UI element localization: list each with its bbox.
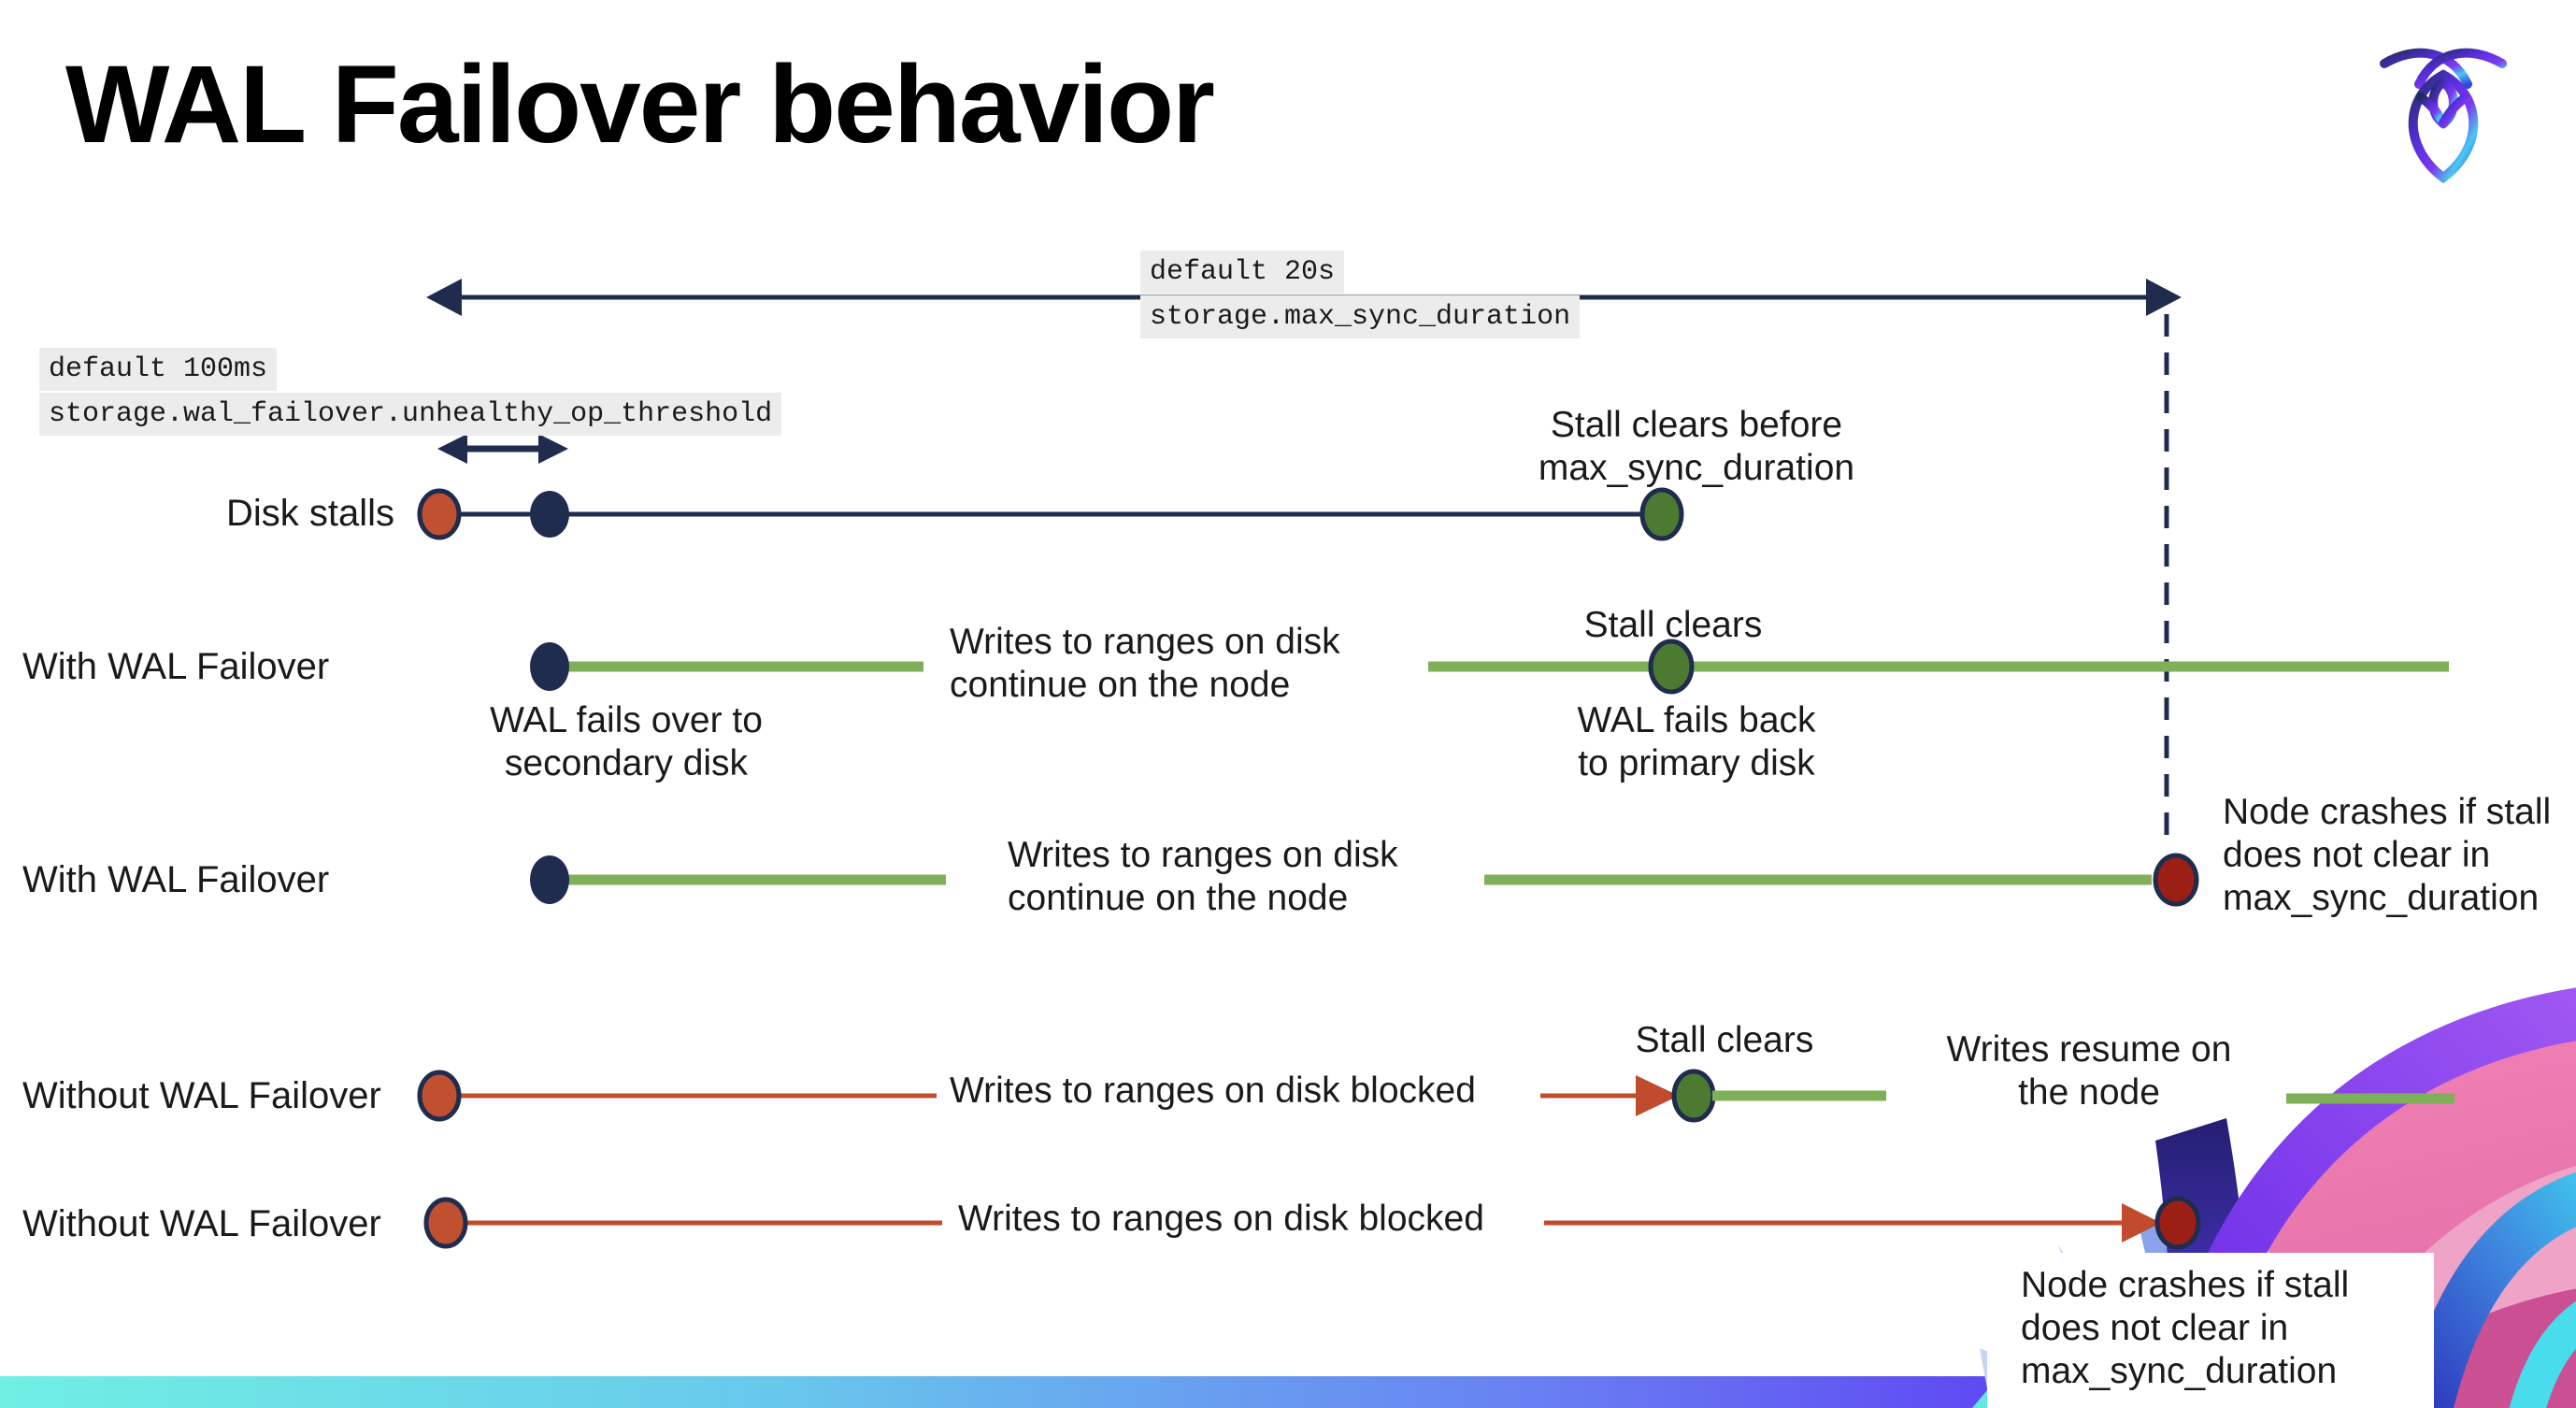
- logo-antenna-left: [2380, 48, 2472, 89]
- threshold-label: default 100ms storage.wal_failover.unhea…: [39, 348, 782, 436]
- max-sync-duration-arrowhead-right: [2146, 279, 2182, 316]
- row-label-with-wal-failover-1: With WAL Failover: [22, 646, 330, 687]
- row5-red-arrowhead: [2122, 1203, 2161, 1243]
- threshold-default-text: default 100ms: [39, 348, 278, 391]
- threshold-setting-text: storage.wal_failover.unhealthy_op_thresh…: [39, 393, 782, 436]
- failover-dot-2: [530, 855, 569, 904]
- note-stall-clears-before: Stall clears before max_sync_duration: [1538, 405, 1855, 488]
- threshold-arrowhead-left: [437, 434, 467, 464]
- logo-vein-right: [2439, 93, 2470, 128]
- stall-start-dot: [417, 488, 462, 540]
- note-writes-blocked-1: Writes to ranges on disk blocked: [950, 1070, 1476, 1111]
- logo-antenna-right: [2414, 48, 2507, 89]
- failover-dot-1: [530, 642, 569, 691]
- row-label-without-wal-failover-2: Without WAL Failover: [22, 1203, 381, 1244]
- node-crash-dot-1: [2153, 853, 2199, 907]
- threshold-dot: [530, 491, 569, 538]
- cockroachdb-logo-icon: [2380, 48, 2507, 184]
- note-writes-continue-1: Writes to ranges on disk continue on the…: [950, 622, 1340, 705]
- artwork-blue-arc: [2401, 1171, 2576, 1408]
- max-sync-duration-arrowhead-left: [426, 279, 462, 316]
- stall-clears-dot-1: [1639, 487, 1684, 541]
- note-stall-clears-2: Stall clears: [1635, 1020, 1814, 1060]
- note-writes-blocked-2: Writes to ranges on disk blocked: [958, 1199, 1484, 1239]
- row-label-disk-stalls: Disk stalls: [225, 493, 394, 534]
- max-sync-duration-label: default 20s storage.max_sync_duration: [1140, 251, 1581, 338]
- stall-clears-dot-3: [1671, 1069, 1716, 1123]
- max-sync-setting-text: storage.max_sync_duration: [1140, 295, 1581, 338]
- stall-start-dot-2: [417, 1070, 462, 1122]
- note-writes-continue-2: Writes to ranges on disk continue on the…: [1008, 835, 1398, 918]
- note-stall-clears-1: Stall clears: [1583, 605, 1763, 645]
- row4-red-arrowhead: [1636, 1075, 1679, 1116]
- max-sync-default-text: default 20s: [1140, 251, 1345, 294]
- note-node-crashes-1: Node crashes if stall does not clear in …: [2223, 792, 2552, 918]
- note-wal-fails-back: WAL fails back to primary disk: [1577, 700, 1816, 783]
- page-title: WAL Failover behavior: [65, 43, 1215, 166]
- note-wal-fails-over: WAL fails over to secondary disk: [490, 700, 763, 783]
- stall-start-dot-3: [423, 1197, 468, 1249]
- node-crashes-note-2: Node crashes if stall does not clear in …: [2021, 1265, 2350, 1391]
- row-label-without-wal-failover-1: Without WAL Failover: [22, 1075, 381, 1116]
- artwork-cyan-arc: [2509, 1300, 2576, 1408]
- row-label-with-wal-failover-2: With WAL Failover: [22, 859, 330, 900]
- stall-clears-dot-2: [1648, 639, 1695, 695]
- threshold-arrowhead-right: [538, 434, 568, 464]
- node-crash-dot-2: [2154, 1196, 2201, 1250]
- note-writes-resume: Writes resume on the node: [1946, 1029, 2232, 1113]
- node-crashes-note-box: Node crashes if stall does not clear in …: [1987, 1253, 2434, 1408]
